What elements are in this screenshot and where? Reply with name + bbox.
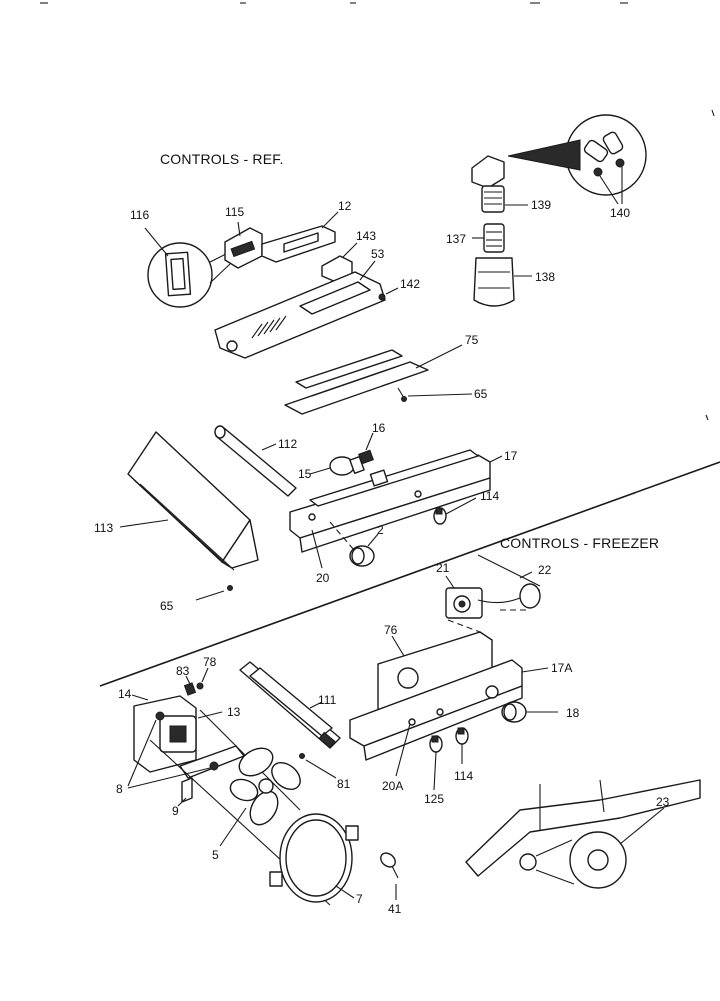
callout-21: 21 <box>436 561 450 575</box>
filter-head-knurl <box>484 191 502 205</box>
part-139-filter-head <box>471 155 528 213</box>
part-138-filter-housing <box>473 257 532 307</box>
callout-23: 23 <box>656 795 670 809</box>
part-41-screw <box>380 852 399 900</box>
part-81-screw <box>299 753 337 779</box>
section-title-controls-ref: CONTROLS - REF. <box>160 151 284 167</box>
part-142-screw <box>378 287 399 301</box>
part-12-button <box>261 211 339 263</box>
callout-142: 142 <box>400 277 420 291</box>
part-83-clip <box>183 675 197 696</box>
part-115-switch <box>224 221 263 269</box>
callout-2: 2 <box>377 523 384 537</box>
part-5-fan-blade <box>219 747 301 847</box>
part-23-light-socket-detail <box>465 779 701 889</box>
callout-137: 137 <box>446 232 466 246</box>
callout-65-lower: 65 <box>160 599 174 613</box>
callout-139: 139 <box>531 198 551 212</box>
section-title-controls-freezer: CONTROLS - FREEZER <box>500 535 659 551</box>
housing-vent-slots <box>251 315 287 339</box>
part-113-light-diffuser <box>119 431 259 571</box>
callout-81: 81 <box>337 777 351 791</box>
part-16-socket <box>358 432 374 465</box>
callout-22: 22 <box>538 563 552 577</box>
part-78-clip <box>196 667 209 690</box>
callout-111: 111 <box>318 693 337 707</box>
callout-41: 41 <box>388 902 402 916</box>
part-13-fan-motor <box>159 711 223 753</box>
part-20A-light-lens <box>395 723 411 777</box>
part-111-bracket <box>239 661 341 749</box>
callout-112: 112 <box>278 437 297 451</box>
callout-18: 18 <box>566 706 580 720</box>
part-125-stem <box>429 735 443 791</box>
callout-138: 138 <box>535 270 555 284</box>
part-7-fan-shroud <box>269 813 359 903</box>
part-53-control-housing <box>214 260 386 359</box>
part-17A-control-panel <box>349 659 549 761</box>
callout-20A: 20A <box>382 779 403 793</box>
part-8-grommets <box>127 711 219 789</box>
part-18-knob <box>501 701 558 723</box>
part-9-mount <box>177 777 193 807</box>
callout-16: 16 <box>372 421 386 435</box>
part-140-fittings-detail <box>507 114 647 205</box>
part-75-bracket <box>284 344 463 415</box>
part-114-stem-lower <box>455 727 469 764</box>
part-15-bulb <box>309 456 365 476</box>
part-22-capillary <box>477 554 541 611</box>
callout-125: 125 <box>424 792 444 806</box>
callout-114-upper: 114 <box>480 489 499 503</box>
callout-17A: 17A <box>551 661 572 675</box>
callout-20: 20 <box>316 571 330 585</box>
part-20-light-lens <box>311 529 323 569</box>
callout-13: 13 <box>227 705 241 719</box>
callout-65-upper: 65 <box>474 387 488 401</box>
callout-9: 9 <box>172 804 179 818</box>
callout-5: 5 <box>212 848 219 862</box>
callout-78: 78 <box>203 655 217 669</box>
callout-114-lower: 114 <box>454 769 473 783</box>
part-116-light-shield <box>144 227 231 308</box>
part-2-knob <box>329 521 379 567</box>
part-114-thermostat-stem-upper <box>433 497 477 525</box>
part-65-screw-upper <box>397 387 473 402</box>
callout-12: 12 <box>338 199 352 213</box>
callout-143: 143 <box>356 229 376 243</box>
part-65-screw-lower <box>195 585 233 601</box>
callout-labels: 116 115 12 143 53 142 139 140 137 138 75… <box>94 198 670 916</box>
callout-53: 53 <box>371 247 385 261</box>
callout-115: 115 <box>225 205 244 219</box>
section-divider-line <box>99 461 720 687</box>
callout-83: 83 <box>176 664 190 678</box>
right-margin-marks <box>705 109 715 421</box>
callout-15: 15 <box>298 467 312 481</box>
callout-140: 140 <box>610 206 630 220</box>
callout-17: 17 <box>504 449 518 463</box>
callout-76: 76 <box>384 623 398 637</box>
callout-75: 75 <box>465 333 479 347</box>
part-17-control-panel <box>289 449 503 553</box>
part-137-filter-cartridge <box>472 223 505 253</box>
callout-116: 116 <box>130 208 149 222</box>
callout-8: 8 <box>116 782 123 796</box>
callout-7: 7 <box>356 892 363 906</box>
part-21-thermostat <box>445 575 483 619</box>
part-112-light-tube <box>214 425 297 497</box>
callout-14: 14 <box>118 687 132 701</box>
callout-113: 113 <box>94 521 113 535</box>
